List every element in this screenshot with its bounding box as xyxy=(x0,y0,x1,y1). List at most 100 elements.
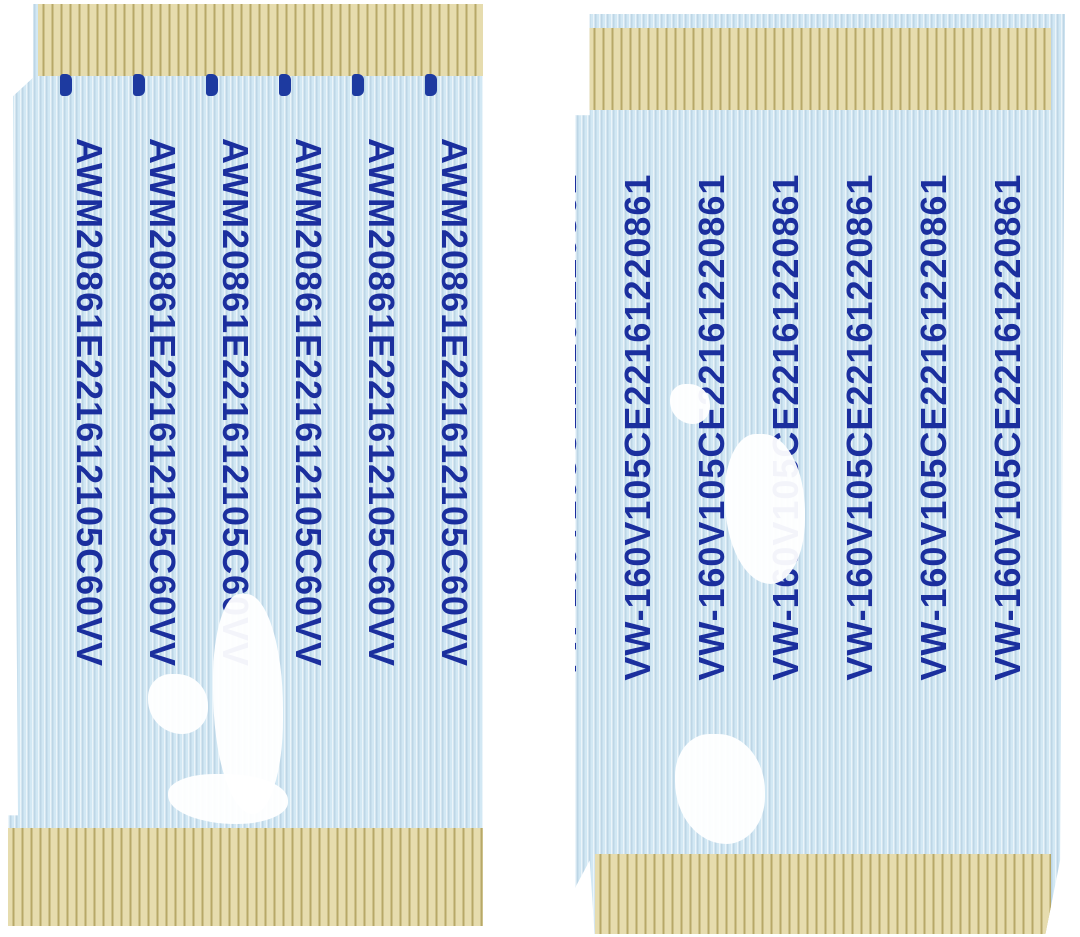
rating-segment: 20861 xyxy=(575,174,584,280)
printed-rating-text: AWM20861E221612105C60VV xyxy=(460,138,508,667)
rating-segment: 60V xyxy=(575,520,584,588)
rating-segment: AWM xyxy=(142,138,183,229)
print-column: AWM20861E221612105C60VV xyxy=(328,74,402,834)
rating-segment: 105C xyxy=(617,430,658,521)
pin1-marker xyxy=(352,74,364,96)
light-glare xyxy=(148,674,208,734)
pin1-marker xyxy=(60,74,72,96)
rating-segment: AWM xyxy=(215,138,256,229)
rating-segment: VW-1 xyxy=(617,587,658,681)
rating-segment: 20861 xyxy=(617,174,658,280)
rating-segment: 20861 xyxy=(142,228,183,335)
printed-rating-text: AWM20861E221612105C60VV xyxy=(241,138,329,667)
rating-segment: E221612 xyxy=(575,279,584,431)
pin1-marker xyxy=(206,74,218,96)
print-column: AWM20861E221612105C60VV xyxy=(182,74,256,834)
rating-segment: E221612 xyxy=(765,279,806,431)
rating-segment: 105C xyxy=(987,430,1028,521)
rating-segment: E221612 xyxy=(215,334,256,486)
rating-segment: 60V xyxy=(987,520,1028,588)
rating-segment: 60V xyxy=(691,520,732,588)
rating-segment: 60V xyxy=(361,575,402,643)
rating-segment: 105C xyxy=(839,430,880,521)
printed-rating-text: AWM20861E221612105C60VV xyxy=(95,138,183,667)
rating-segment: AWM xyxy=(434,138,475,229)
rating-segment: V xyxy=(506,642,508,667)
rating-segment: E221612 xyxy=(142,334,183,486)
rating-segment: E221612 xyxy=(288,334,329,486)
rating-segment: V xyxy=(288,642,329,668)
rating-segment: E221612 xyxy=(361,334,402,486)
rating-segment: V xyxy=(69,642,110,668)
rating-segment: 105C xyxy=(434,485,475,576)
rating-segment: 60V xyxy=(69,575,110,643)
print-column: VW-160V105CE22161220861 xyxy=(987,174,1061,814)
print-column: AWM20861E221612105C60VV xyxy=(474,74,508,834)
printed-rating-text: AWM20861E221612105C60VV xyxy=(314,138,402,667)
pin1-marker xyxy=(425,74,437,96)
print-column: VW-160V105CE22161220861 xyxy=(839,174,913,814)
rating-segment: 60V xyxy=(288,575,329,643)
rating-segment: 20861 xyxy=(765,174,806,280)
light-glare xyxy=(725,434,805,584)
pin1-marker xyxy=(133,74,145,96)
rating-segment: VW-1 xyxy=(691,587,732,681)
rating-segment: 105C xyxy=(142,485,183,576)
rating-segment: 60V xyxy=(617,520,658,588)
rating-segment: AWM xyxy=(69,138,110,229)
rating-segment: 105C xyxy=(913,430,954,521)
rating-segment: AWM xyxy=(506,138,508,229)
rating-segment: 60V xyxy=(839,520,880,588)
light-glare xyxy=(670,384,710,424)
print-column: AWM20861E221612105C60VV xyxy=(401,74,475,834)
rating-segment: AWM xyxy=(361,138,402,229)
rating-segment: E221612 xyxy=(506,334,508,485)
rating-segment: 20861 xyxy=(839,174,880,280)
rating-segment: 20861 xyxy=(434,228,475,335)
rating-segment: E221612 xyxy=(69,334,110,486)
printed-rating-text: AWM20861E221612105C60VV xyxy=(22,138,110,667)
rating-segment: 105C xyxy=(288,485,329,576)
rating-segment: 105C xyxy=(361,485,402,576)
rating-segment: VW-1 xyxy=(765,587,806,681)
print-column: VW-160V105CE22161220861 xyxy=(575,174,617,814)
rating-segment: 105C xyxy=(575,430,584,521)
print-column: VW-160V105CE22161220861 xyxy=(913,174,987,814)
pin1-marker xyxy=(279,74,291,96)
rating-segment: 20861 xyxy=(215,228,256,335)
rating-segment: VW-1 xyxy=(987,587,1028,681)
rating-segment: E221612 xyxy=(839,279,880,431)
rating-segment: 20861 xyxy=(987,174,1028,280)
rating-segment: 20861 xyxy=(361,228,402,335)
print-column: AWM20861E221612105C60VV xyxy=(109,74,183,834)
light-glare xyxy=(675,734,765,844)
rating-segment: AWM xyxy=(288,138,329,229)
gold-contacts-bottom xyxy=(595,854,1051,934)
rating-segment: E221612 xyxy=(987,279,1028,431)
printed-rating-text: VW-160V105CE22161220861 xyxy=(987,174,1065,681)
rating-segment: E221612 xyxy=(434,334,475,486)
print-column: VW-160V105CE22161220861 xyxy=(617,174,691,814)
rating-segment: V xyxy=(142,642,183,668)
gold-contacts-bottom xyxy=(8,828,483,926)
rating-segment: 60V xyxy=(434,575,475,643)
print-column: AWM20861E221612105C60VV xyxy=(255,74,329,834)
rating-segment: E221612 xyxy=(913,279,954,431)
printed-rating-text: AWM20861E221612105C60VV xyxy=(168,138,256,667)
rating-segment: VW-1 xyxy=(839,587,880,681)
rating-segment: 105C xyxy=(215,485,256,576)
rating-segment: 60V xyxy=(142,575,183,643)
printed-rating-text: AWM20861E221612105C60VV xyxy=(387,138,475,667)
rating-segment: 20861 xyxy=(69,228,110,335)
rating-segment: 105C xyxy=(506,485,508,575)
rating-segment: 20861 xyxy=(691,174,732,280)
rating-segment: 20861 xyxy=(288,228,329,335)
pin1-marker xyxy=(498,74,508,96)
rating-segment: 20861 xyxy=(913,174,954,280)
rating-segment: VW-1 xyxy=(913,587,954,681)
rating-segment: 20861 xyxy=(506,229,508,334)
rating-segment: 105C xyxy=(69,485,110,576)
rating-segment: 60V xyxy=(913,520,954,588)
